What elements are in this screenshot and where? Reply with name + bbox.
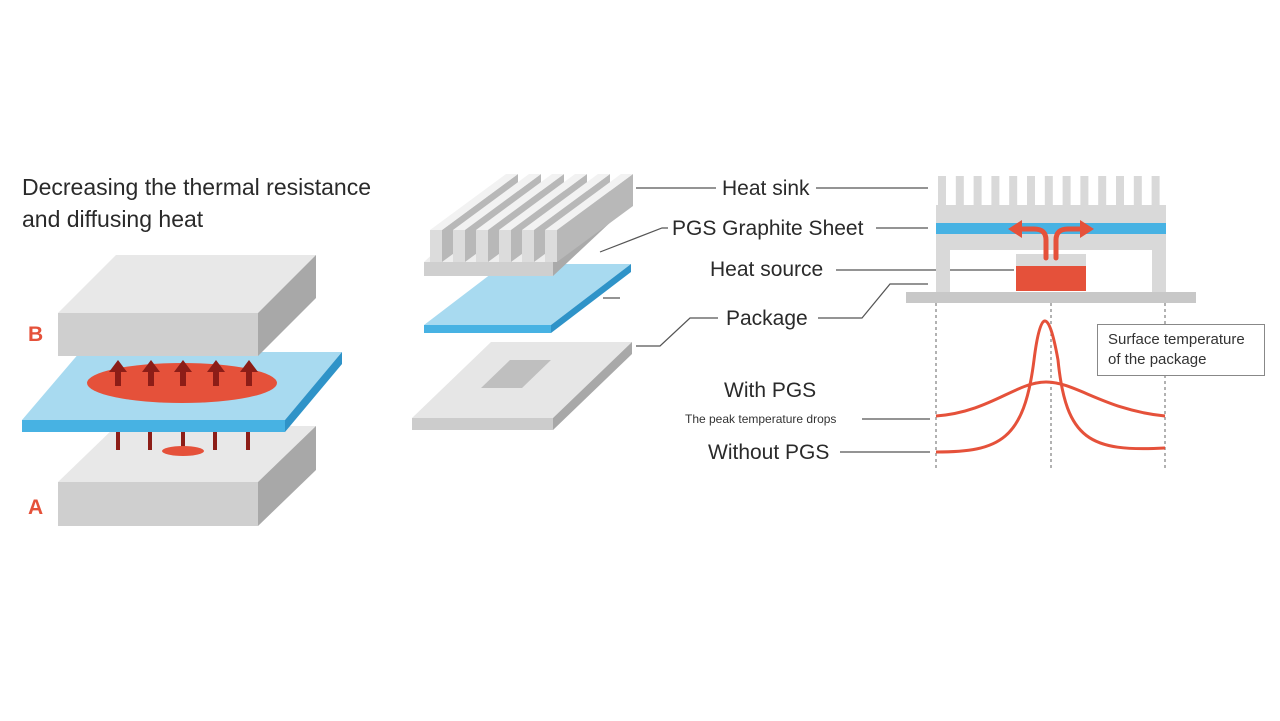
heat-arrows-small xyxy=(116,432,250,456)
heat-sink-section-fin xyxy=(1080,176,1089,206)
plot-dashed-guides xyxy=(935,303,1166,470)
heat-source-cap xyxy=(1016,254,1086,266)
package-exploded xyxy=(412,342,632,430)
heat-sink-section-fin xyxy=(1009,176,1018,206)
surface-temperature-line-1: Surface temperature xyxy=(1108,331,1245,348)
heat-sink-section-fin xyxy=(1044,176,1053,206)
heat-source-block xyxy=(1016,266,1086,291)
label-a: A xyxy=(28,496,44,519)
surface-temperature-box: Surface temperature of the package xyxy=(1097,324,1265,376)
label-heat-sink: Heat sink xyxy=(722,177,810,200)
heat-sink-section-fin xyxy=(991,176,1000,206)
heat-sink-section-fin xyxy=(1098,176,1107,206)
title-line-2: and diffusing heat xyxy=(22,206,204,232)
sink-walls xyxy=(936,234,1166,292)
heat-sink-section-fin xyxy=(1133,176,1142,206)
heat-sink-section-fin xyxy=(938,176,946,206)
heat-arrows-up xyxy=(109,360,258,386)
surface-temperature-line-2: of the package xyxy=(1108,351,1207,368)
heat-sink-section-fin xyxy=(1116,176,1124,206)
label-b: B xyxy=(28,323,44,346)
leader-lines-plot xyxy=(840,418,930,453)
heat-sink-fin xyxy=(545,174,633,262)
package-base-section xyxy=(906,292,1196,303)
block-b xyxy=(58,255,316,356)
heat-spot-small xyxy=(162,446,204,456)
heat-sink-section xyxy=(936,176,1166,223)
label-with-pgs: With PGS xyxy=(724,379,817,402)
title-line-1: Decreasing the thermal resistance xyxy=(22,174,371,200)
label-package: Package xyxy=(726,307,808,330)
heat-sink-section-fin xyxy=(1062,176,1071,206)
heat-sink-section-fin xyxy=(973,176,982,206)
label-peak-drops: The peak temperature drops xyxy=(685,412,837,426)
block-a xyxy=(58,426,316,526)
graphite-sheet-section xyxy=(936,223,1166,234)
curve-without-pgs xyxy=(935,319,1166,454)
heat-sink-section-fin xyxy=(1027,176,1035,206)
package-chip xyxy=(481,360,551,388)
label-without-pgs: Without PGS xyxy=(708,441,830,464)
diffusion-arrows xyxy=(1017,226,1085,261)
heat-sink-section-fin xyxy=(1151,176,1160,206)
heat-sink-section-fin xyxy=(955,176,964,206)
heat-sink-exploded xyxy=(424,174,633,276)
label-graphite-sheet: PGS Graphite Sheet xyxy=(672,217,864,240)
graphite-sheet-exploded xyxy=(424,264,631,333)
curve-with-pgs xyxy=(935,380,1166,418)
diffusion-arrowheads xyxy=(1008,220,1094,238)
leader-lines-middle xyxy=(599,187,1014,347)
label-heat-source: Heat source xyxy=(710,258,824,281)
